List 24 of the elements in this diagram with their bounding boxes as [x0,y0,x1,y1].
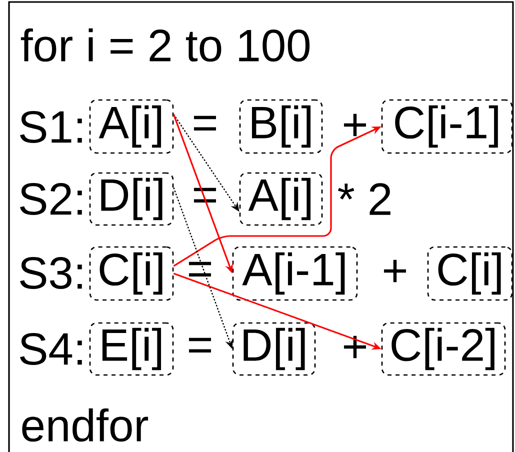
variable-box: A[i] [89,99,174,154]
variable-box: C[i] [89,246,174,301]
code-text: = [188,338,211,352]
variable-box: C[i-2] [381,322,506,376]
variable-box: D[i] [89,172,174,226]
code-text: for i = 2 to 100 [20,28,310,62]
variable-box: A[i] [239,172,323,226]
code-text: S4: [20,332,82,366]
code-text: * 2 [338,183,390,215]
variable-box: C[i-1] [381,99,513,154]
variable-box: D[i] [232,322,316,376]
code-text: + [344,336,366,358]
variable-box: C[i] [427,246,513,301]
code-text: + [384,260,406,282]
variable-box: A[i-1] [232,246,358,301]
code-text: S3: [20,256,82,290]
code-text: S1: [20,110,82,144]
code-text: + [344,114,366,136]
code-text: S2: [20,182,82,216]
code-text: = [194,116,216,130]
variable-box: E[i] [89,322,174,376]
code-text: = [188,262,211,276]
variable-box: B[i] [239,99,323,154]
code-text: endfor [22,408,148,442]
